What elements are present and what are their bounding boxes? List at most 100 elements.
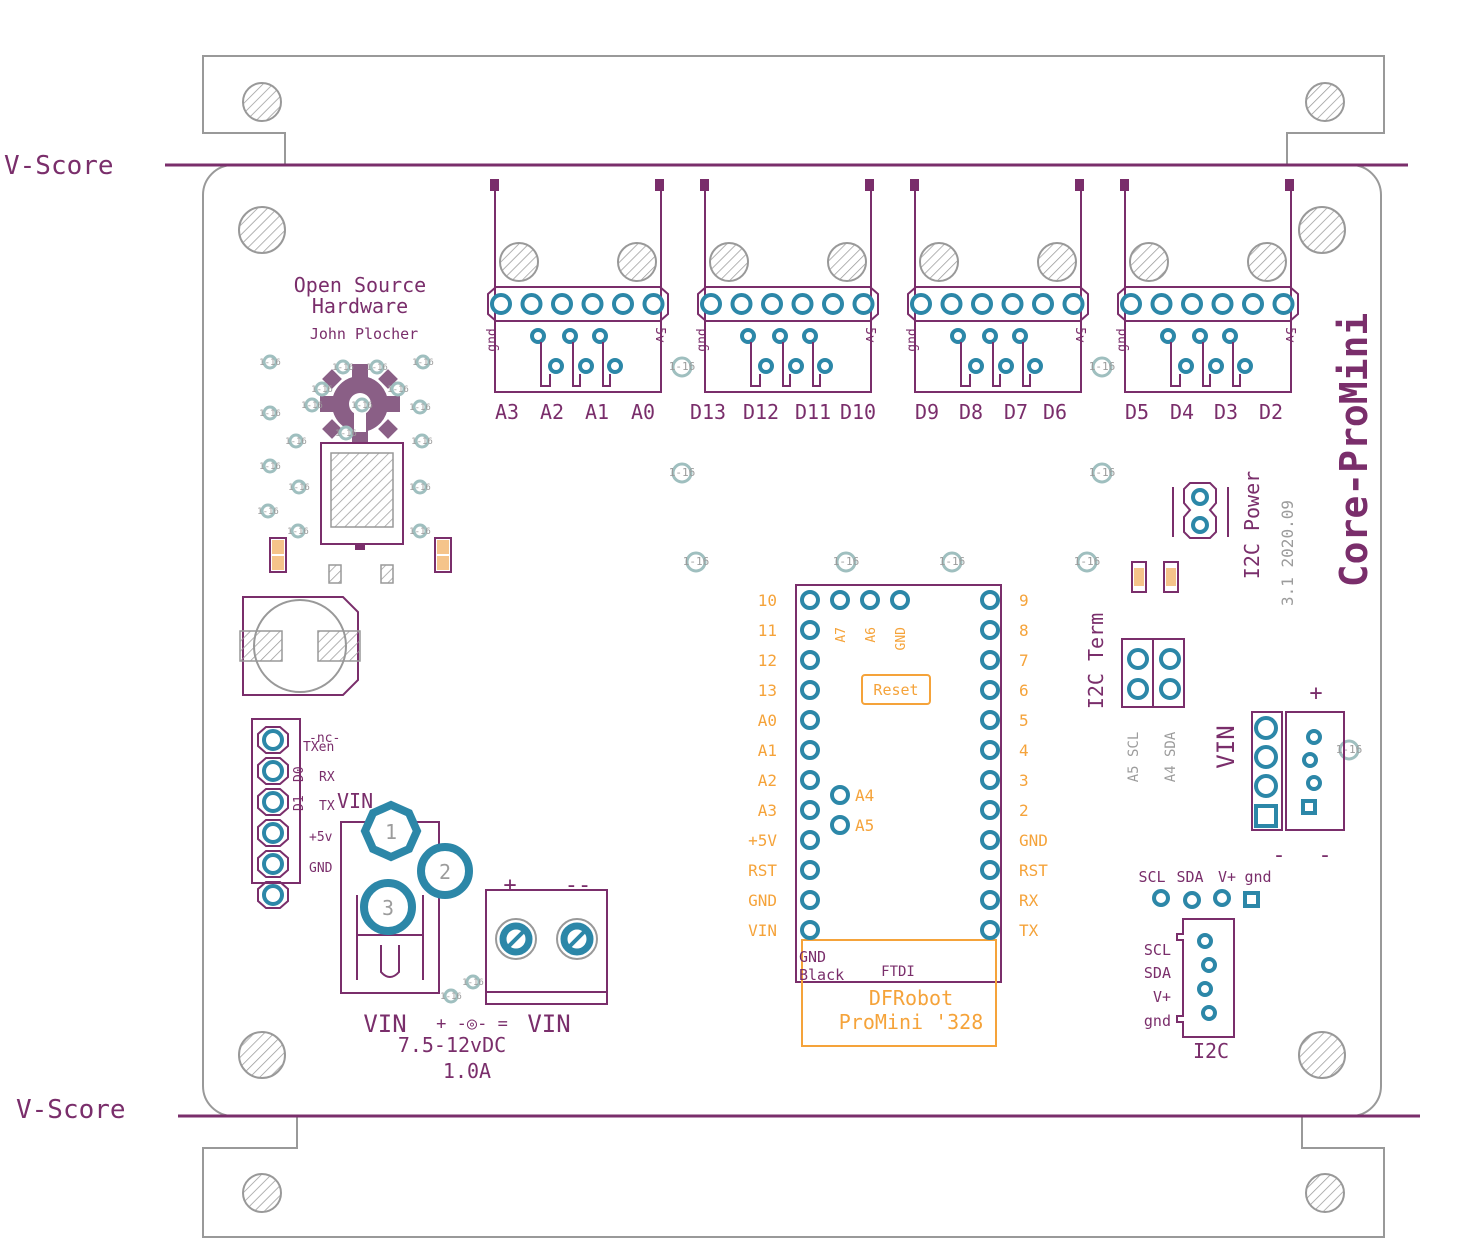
header-pin [551, 293, 573, 315]
i2c-power-label: I2C Power [1240, 471, 1264, 579]
svg-text:1-16: 1-16 [259, 358, 281, 368]
promini-top-pin [860, 590, 880, 610]
i2c-top-label: SCL [1138, 868, 1165, 886]
voltage-label: 7.5-12vDC [398, 1033, 506, 1057]
i2c-side-label: SDA [1144, 964, 1171, 982]
header-pin [1032, 293, 1054, 315]
header-signal-label: A1 [585, 400, 609, 424]
promini-a4-label: A4 [855, 786, 874, 805]
promini-left-pin [800, 920, 820, 940]
promini-left-pin [800, 740, 820, 760]
header-pin [1120, 293, 1142, 315]
header-pin [1150, 293, 1173, 315]
via: 1-16 [257, 503, 279, 519]
promini-right-pin-label: 3 [1019, 771, 1029, 790]
svg-text:1-16: 1-16 [335, 429, 357, 439]
via: 1-16 [683, 551, 709, 573]
serial-gnd-label: GND [309, 861, 333, 876]
promini-left-pin [800, 770, 820, 790]
mounting-hole [242, 82, 282, 122]
via: 1-16 [285, 433, 307, 449]
header-signal-label: A3 [495, 400, 519, 424]
promini-left-pin-label: VIN [748, 921, 777, 940]
i2c-side-label: gnd [1144, 1012, 1171, 1030]
svg-text:1-16: 1-16 [409, 403, 431, 413]
promini-left-pin-label: RST [748, 861, 777, 880]
mounting-hole [242, 1173, 282, 1213]
header-pin [822, 293, 844, 315]
header-5v-label: 5v [652, 327, 667, 343]
promini-a5-pin [830, 815, 850, 835]
jack-pin-3: 3 [360, 879, 416, 935]
osh-author: John Plocher [310, 325, 418, 343]
version-label: 3.1 2020.09 [1278, 500, 1297, 606]
i2c-term-label: I2C Term [1084, 613, 1108, 709]
mounting-hole [1305, 82, 1345, 122]
promini-name-line2: ProMini '328 [839, 1010, 984, 1034]
vscore-bottom-label: V-Score [16, 1095, 126, 1125]
via: 1-16 [440, 988, 462, 1004]
via: 1-16 [1336, 739, 1363, 761]
svg-text:1-16: 1-16 [301, 401, 323, 411]
header-pin [940, 293, 963, 315]
vscore-top-label: V-Score [4, 151, 114, 181]
current-label: 1.0A [443, 1059, 491, 1083]
vin-header [1251, 711, 1283, 831]
terminal-minus-label: -- [565, 873, 592, 898]
serial-pin [262, 822, 284, 844]
svg-text:3: 3 [382, 896, 394, 920]
svg-text:1-16: 1-16 [1336, 743, 1363, 756]
promini-right-pin [980, 860, 1000, 880]
promini-left-pin [800, 710, 820, 730]
serial-txen-label: TXen [303, 740, 334, 755]
via: 1-16 [462, 974, 484, 990]
header-5v-label: 5v [1072, 327, 1087, 343]
svg-text:1-16: 1-16 [409, 527, 431, 537]
svg-text:1-16: 1-16 [259, 462, 281, 472]
promini-right-pin [980, 650, 1000, 670]
jack-pin-2: 2 [417, 843, 473, 899]
vin-left-label: VIN [363, 1010, 406, 1038]
promini-left-pin [800, 800, 820, 820]
promini-left-pin-label: A3 [758, 801, 777, 820]
via: 1-16 [411, 433, 433, 449]
promini-top-pin-label: A7 [834, 627, 849, 643]
promini-right-pin-label: 7 [1019, 651, 1029, 670]
promini-right-pin [980, 740, 1000, 760]
via: 1-16 [351, 397, 373, 413]
header-pin [1242, 293, 1264, 315]
electrolytic-capacitor [239, 596, 361, 696]
polarity-icon: + -◎- = [436, 1014, 508, 1034]
svg-text:1-16: 1-16 [351, 401, 373, 411]
header-gnd-label: gnd [695, 328, 710, 351]
promini-left-pin [800, 590, 820, 610]
terminal-plus-label: + [503, 873, 516, 898]
i2c-top-label: V+ [1218, 868, 1236, 886]
mounting-hole [238, 206, 286, 254]
header-pin [520, 293, 543, 315]
promini-right-pin-label: 5 [1019, 711, 1029, 730]
i2c-title: I2C [1193, 1039, 1229, 1063]
promini-left-pin-label: A0 [758, 711, 777, 730]
jack-vin-top: VIN [337, 789, 373, 813]
screw-terminal-minus-pad [556, 918, 598, 960]
via: 1-16 [1089, 462, 1115, 484]
promini-right-pin-label: 9 [1019, 591, 1029, 610]
via: 1-16 [259, 405, 281, 421]
header-signal-label: D8 [959, 400, 983, 424]
promini-top-pin-label: GND [894, 627, 909, 651]
via: 1-16 [939, 551, 965, 573]
ftdi-black-label: Black [799, 966, 844, 984]
promini-left-pin-label: A1 [758, 741, 777, 760]
mounting-hole [1298, 1031, 1346, 1079]
via: 1-16 [833, 551, 859, 573]
header-pin [1211, 293, 1234, 315]
header-signal-label: D11 [795, 400, 831, 424]
via: 1-16 [1089, 356, 1115, 378]
vin-connector-label: VIN [1212, 725, 1240, 768]
via: 1-16 [287, 523, 309, 539]
